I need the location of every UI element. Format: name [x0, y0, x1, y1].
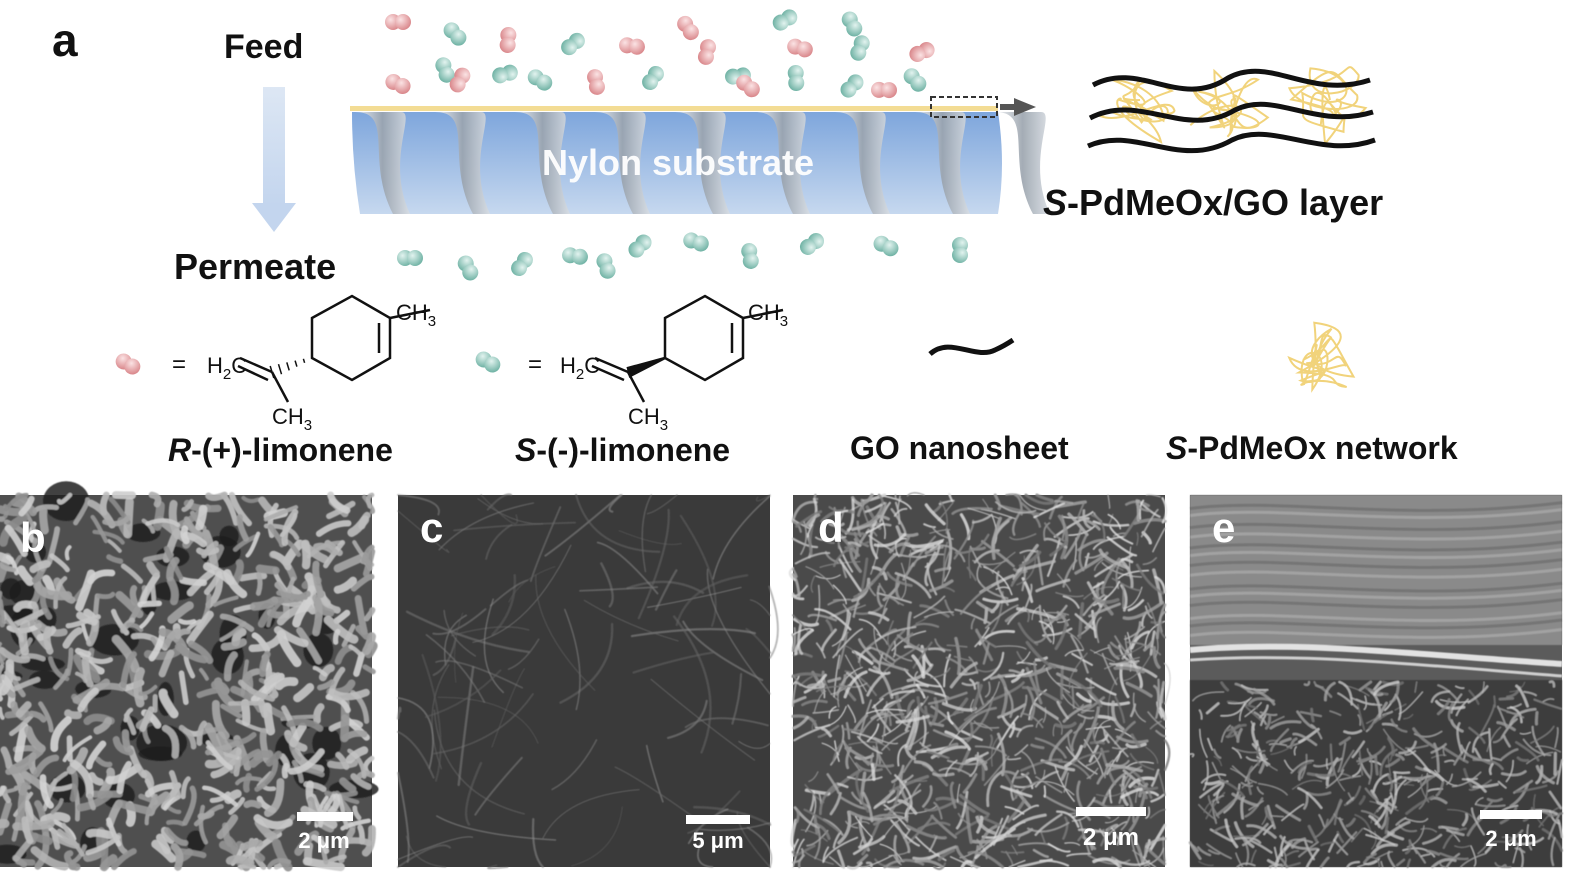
substrate-pore: [355, 112, 410, 214]
s-limonene-structure: [591, 294, 784, 403]
layer-label: S-PdMeOx/GO layer: [1043, 182, 1383, 223]
s-limonene-molecule: [840, 74, 864, 98]
s-ch3-top: CH3: [748, 300, 788, 330]
r-limonene-molecule: [449, 67, 471, 93]
r-limonene-molecule: [587, 69, 605, 95]
panel-c: c 5 μm: [396, 493, 779, 870]
panel-b-scale: 2 μm: [298, 828, 349, 853]
go-label: GO nanosheet: [850, 430, 1069, 466]
zoom-indicator: [930, 96, 1036, 118]
panel-e-scale: 2 μm: [1485, 826, 1536, 851]
s-ch3-bottom: CH3: [628, 404, 668, 434]
s-limonene-molecule: [903, 68, 927, 92]
s-limonene-molecule: [511, 251, 533, 277]
panel-d: d 2 μm: [788, 492, 1171, 871]
substrate-pore: [995, 112, 1050, 214]
substrate-pore: [595, 112, 650, 214]
feed-label: Feed: [224, 28, 303, 66]
r-ch3-top: CH3: [396, 300, 436, 330]
legend-network: S-PdMeOx network: [1166, 321, 1458, 466]
substrate-pore: [515, 112, 570, 214]
s-limonene-molecule: [741, 243, 759, 269]
s-limonene-molecule: [873, 235, 899, 257]
r-limonene-icon: [115, 353, 141, 375]
panel-b-scalebar: [297, 812, 353, 821]
substrate-pore: [755, 112, 810, 214]
s-limonene-molecule: [492, 64, 518, 84]
s-limonene-molecule: [683, 232, 709, 252]
s-limonene-molecule: [772, 9, 798, 31]
s-limonene-molecule: [562, 247, 588, 265]
substrate-pore: [675, 112, 730, 214]
go-nanosheet-icon: [928, 337, 1015, 357]
s-limonene-molecule: [457, 255, 479, 281]
substrate-pore: [435, 112, 490, 214]
r-limonene-molecule: [385, 73, 411, 95]
permeate-label: Permeate: [174, 246, 336, 287]
legend-go: GO nanosheet: [850, 337, 1069, 466]
panel-d-scale: 2 μm: [1083, 824, 1139, 851]
r-limonene-molecule: [736, 74, 760, 98]
panel-c-scale: 5 μm: [692, 828, 743, 853]
panel-b: b 2 μm: [0, 481, 379, 872]
substrate-label: Nylon substrate: [542, 142, 814, 183]
molecule-cloud: [385, 9, 968, 281]
s-limonene-molecule: [850, 35, 870, 61]
s-limonene-icon: [475, 351, 501, 373]
equals-s: =: [528, 351, 542, 378]
s-limonene-molecule: [628, 234, 652, 258]
sem-panels: b 2 μm c 5 μm d 2 μm e 2 μm: [0, 481, 1564, 872]
r-limonene-molecule: [871, 81, 897, 99]
equals-r: =: [172, 351, 186, 378]
r-limonene-molecule: [499, 27, 517, 53]
panel-d-label: d: [818, 504, 844, 551]
r-limonene-molecule: [115, 353, 141, 375]
s-limonene-molecule: [841, 11, 863, 37]
s-limonene-molecule: [952, 237, 968, 263]
substrate-pore: [835, 112, 890, 214]
s-limonene-molecule: [475, 351, 501, 373]
r-limonene-molecule: [697, 39, 717, 65]
s-limonene-molecule: [596, 253, 616, 279]
s-limonene-molecule: [435, 57, 455, 83]
nylon-substrate: Nylon substrate: [350, 106, 1050, 214]
r-ch3-bottom: CH3: [272, 404, 312, 434]
s-limonene-molecule: [443, 22, 467, 46]
s-limonene-molecule: [642, 65, 664, 91]
layer-schematic: S-PdMeOx/GO layer: [1043, 66, 1383, 223]
substrate-pore: [915, 112, 970, 214]
r-limonene-molecule: [385, 14, 411, 30]
panel-a-label: a: [52, 14, 78, 66]
r-limonene-molecule: [619, 37, 645, 55]
panel-a: a Feed Permeate Nylon substrate: [52, 9, 1458, 468]
network-label: S-PdMeOx network: [1166, 430, 1458, 466]
panel-c-label: c: [420, 504, 443, 551]
s-limonene-molecule: [799, 233, 825, 255]
s-limonene-name: S-(-)-limonene: [515, 432, 730, 468]
s-limonene-molecule: [527, 69, 553, 91]
r-limonene-structure: [237, 294, 431, 403]
s-limonene-molecule: [397, 250, 423, 266]
legend-r-limonene: = H2C CH3 CH3 R-(+)-limonene: [115, 294, 436, 468]
panel-e: e 2 μm: [1188, 495, 1564, 869]
legend-s-limonene: = H2C CH3 CH3 S-(-)-limonene: [475, 294, 788, 468]
s-h2c: H2C: [560, 353, 600, 383]
r-limonene-molecule: [787, 38, 813, 58]
network-icon: [1287, 321, 1356, 393]
panel-c-scalebar: [686, 815, 750, 824]
r-limonene-molecule: [677, 15, 699, 41]
r-limonene-name: R-(+)-limonene: [168, 432, 393, 468]
r-h2c: H2C: [207, 353, 247, 383]
flow-arrow: [252, 87, 296, 232]
panel-b-label: b: [20, 514, 46, 561]
panel-e-label: e: [1212, 504, 1235, 551]
panel-e-scalebar: [1480, 810, 1542, 819]
s-limonene-molecule: [787, 65, 805, 91]
r-limonene-molecule: [909, 42, 935, 62]
s-limonene-molecule: [561, 32, 585, 56]
panel-d-scalebar: [1076, 807, 1146, 816]
